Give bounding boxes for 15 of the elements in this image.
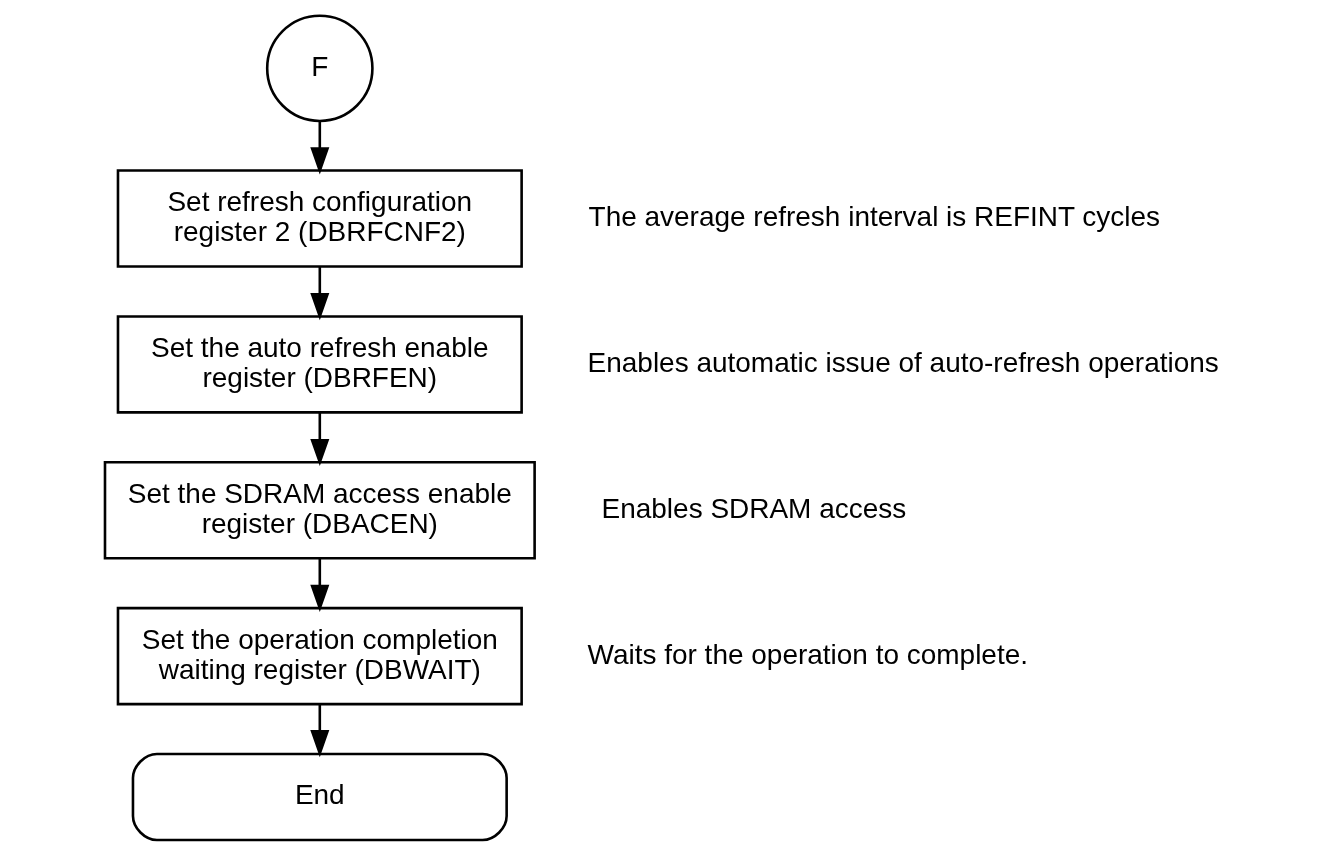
node-box: Set the operation completion waiting register (DBWAIT)	[116, 606, 523, 706]
node-box: End	[131, 752, 508, 842]
node-box: Set the SDRAM access enable register (DBACEN)	[103, 461, 536, 560]
node-box: Set refresh configuration register 2 (DBRFCNF2)	[116, 169, 523, 268]
node-circle: F	[265, 14, 374, 123]
arrow	[310, 120, 330, 175]
node-label: Enables SDRAM access	[601, 492, 907, 524]
node-box: Set the auto refresh enable register (DBRFEN)	[116, 315, 523, 414]
arrow	[310, 266, 330, 321]
node-label: Enables automatic issue of auto-refresh operations	[587, 346, 1219, 378]
node-label: Waits for the operation to complete.	[587, 638, 1029, 670]
node-label: The average refresh interval is REFINT cycles	[588, 200, 1161, 232]
arrow	[310, 412, 330, 467]
arrow	[310, 558, 330, 612]
arrow	[310, 704, 330, 758]
